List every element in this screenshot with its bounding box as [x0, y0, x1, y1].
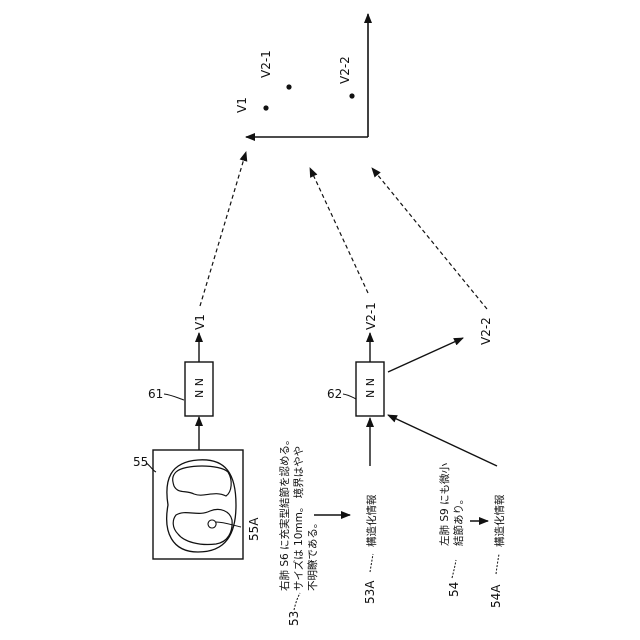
leader-53: [294, 593, 300, 610]
leader-62: [343, 394, 356, 399]
output-v1: V1: [193, 314, 207, 330]
findings-53-line-3: 不明瞭である。: [306, 518, 319, 591]
findings-54-line-1: 左肺 S9 にも微小: [438, 462, 451, 546]
label-62: 62: [327, 387, 342, 401]
label-55a: 55A: [247, 517, 261, 541]
dashed-arrow-v2-2: [372, 168, 487, 309]
findings-53-line-2: サイズは 10mm。 境界はやや: [292, 446, 305, 591]
label-53a: 53A: [363, 580, 377, 604]
leader-61: [164, 394, 184, 400]
plot-point-v2-2: [349, 93, 354, 98]
nn-61-label: N N: [193, 378, 206, 398]
findings-53-block: 右肺 S6 に充実型結節を認める。 サイズは 10mm。 境界はやや 不明瞭であ…: [278, 434, 378, 626]
output-v2-1: V2-1: [364, 302, 378, 330]
nn-61-block: N N 61 V1: [148, 314, 213, 416]
label-53: 53: [287, 611, 301, 626]
label-54a: 54A: [489, 584, 503, 608]
arrow-nn2-to-v2-2: [388, 338, 463, 372]
leader-54a: [496, 554, 499, 574]
leader-54: [452, 560, 456, 578]
leader-53a: [370, 554, 373, 572]
plot-point-v2-1: [286, 84, 291, 89]
structured-info-54a: 構造化情報: [493, 494, 506, 547]
image-55-block: 55 55A: [133, 417, 261, 559]
findings-53-line-1: 右肺 S6 に充実型結節を認める。: [278, 434, 291, 591]
output-v2-2: V2-2: [479, 317, 493, 345]
nn-62-block: N N 62 V2-1 V2-2: [327, 302, 497, 466]
label-54: 54: [447, 582, 461, 597]
dashed-arrow-v1: [200, 152, 246, 306]
plot-label-v2-2: V2-2: [338, 56, 352, 84]
plot-label-v2-1: V2-1: [259, 50, 273, 78]
mapping-arrows: [200, 152, 487, 309]
label-61: 61: [148, 387, 163, 401]
label-55: 55: [133, 455, 148, 469]
structured-info-53a: 構造化情報: [365, 494, 378, 547]
findings-54-line-2: 結節あり。: [452, 494, 465, 546]
plot-label-v1: V1: [235, 97, 249, 113]
findings-54-block: 左肺 S9 にも微小 結節あり。 54 構造化情報 54A: [438, 462, 506, 608]
arrow-54a-to-nn2: [388, 415, 497, 466]
nn-62-label: N N: [364, 378, 377, 398]
dashed-arrow-v2-1: [310, 168, 368, 293]
feature-space-plot: V1 V2-1 V2-2: [235, 14, 368, 137]
plot-point-v1: [263, 105, 268, 110]
